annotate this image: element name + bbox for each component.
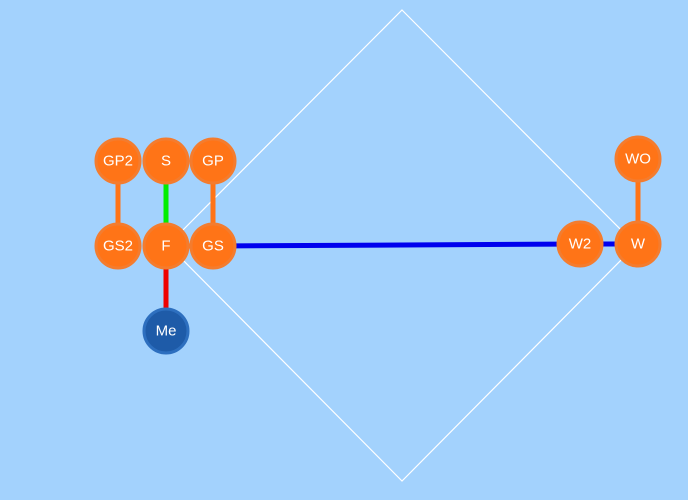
- node-circle: [556, 220, 604, 268]
- node-f[interactable]: F: [142, 222, 190, 270]
- node-s[interactable]: S: [142, 137, 190, 185]
- node-circle: [94, 222, 142, 270]
- node-circle: [142, 137, 190, 185]
- node-label: WO: [625, 151, 651, 168]
- node-gp[interactable]: GP: [189, 137, 237, 185]
- node-circle: [94, 137, 142, 185]
- node-gs[interactable]: GS: [189, 222, 237, 270]
- node-w2[interactable]: W2: [556, 220, 604, 268]
- node-circle: [142, 307, 190, 355]
- link-gs-w2: [212, 241, 581, 249]
- node-label: S: [161, 153, 171, 170]
- node-circle: [614, 220, 662, 268]
- node-label: W: [631, 236, 646, 253]
- node-circle: [189, 222, 237, 270]
- node-w[interactable]: W: [614, 220, 662, 268]
- node-label: GS2: [103, 238, 133, 255]
- node-label: W2: [569, 236, 592, 253]
- node-wo[interactable]: WO: [614, 135, 662, 183]
- node-gs2[interactable]: GS2: [94, 222, 142, 270]
- field-diamond: [167, 9, 637, 482]
- node-label: F: [161, 238, 170, 255]
- node-gp2[interactable]: GP2: [94, 137, 142, 185]
- node-label: Me: [156, 323, 177, 340]
- node-circle: [614, 135, 662, 183]
- node-label: GP: [202, 153, 224, 170]
- nodes-layer: GP2 S GP GS2 F GS Me W2 W WO: [94, 135, 662, 355]
- node-label: GS: [202, 238, 224, 255]
- node-me[interactable]: Me: [142, 307, 190, 355]
- node-circle: [189, 137, 237, 185]
- node-circle: [142, 222, 190, 270]
- node-label: GP2: [103, 153, 133, 170]
